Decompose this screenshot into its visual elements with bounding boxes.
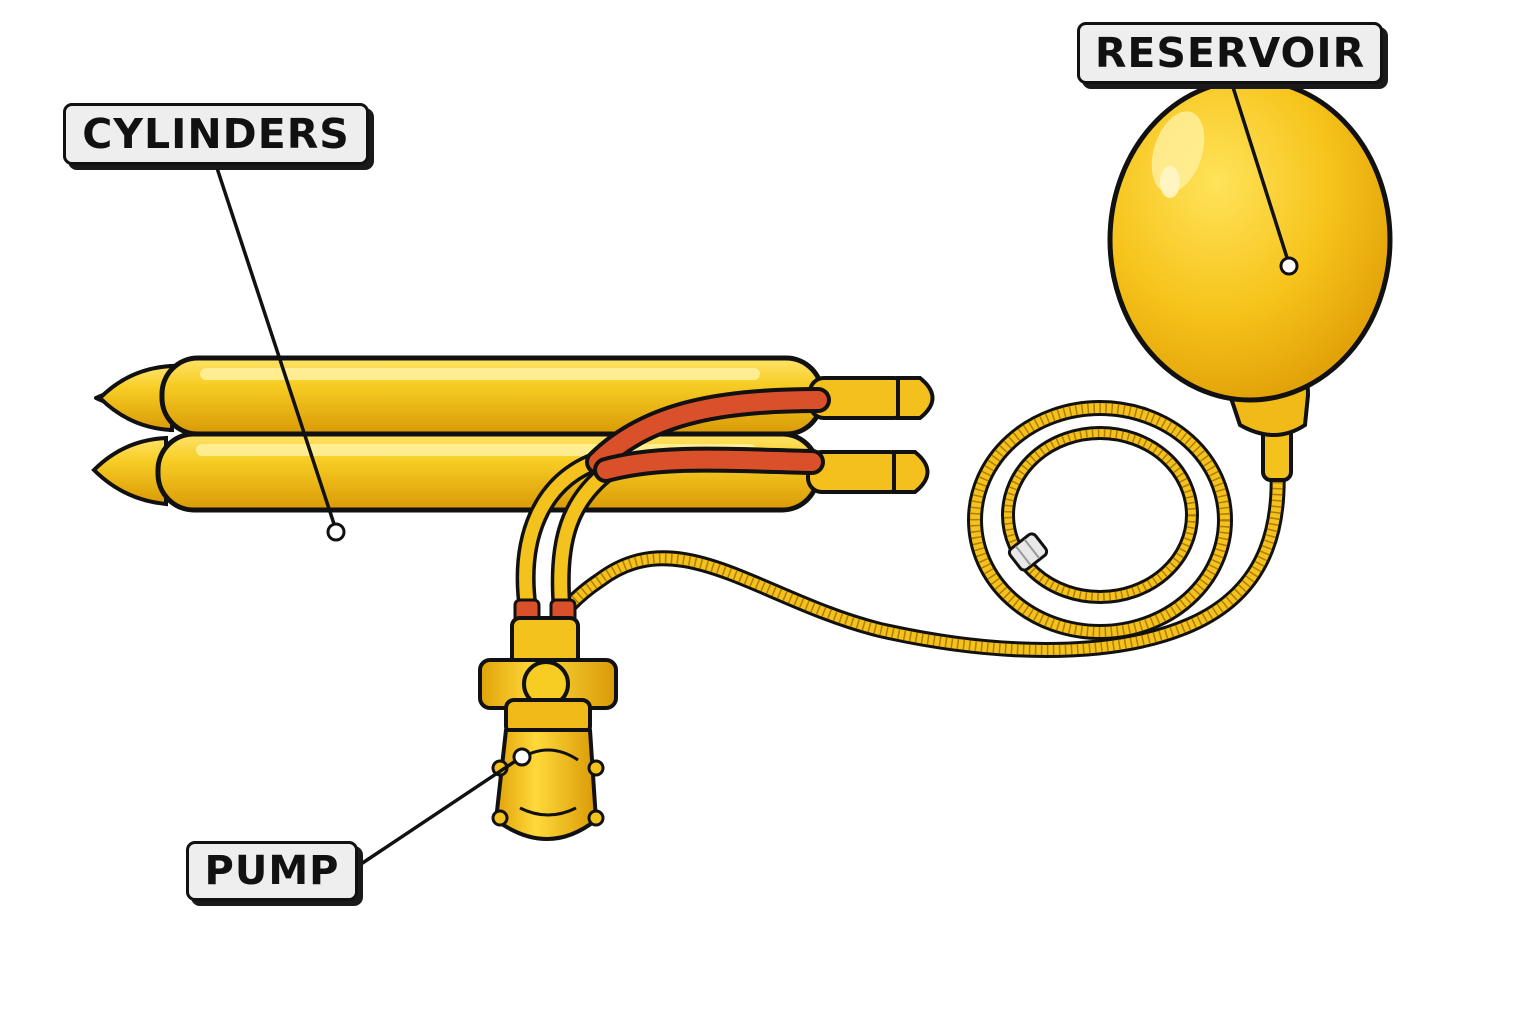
cylinders <box>91 355 935 513</box>
reservoir <box>1107 77 1393 482</box>
reservoir-leader-dot <box>1279 256 1299 276</box>
reservoir-tubing <box>540 400 1286 658</box>
cylinders-label: CYLINDERS <box>63 103 369 165</box>
cylinders-leader-dot <box>326 522 346 542</box>
pump-label: PUMP <box>186 841 358 901</box>
pump <box>478 616 618 841</box>
pump-leader-line <box>357 756 521 868</box>
reservoir-label: RESERVOIR <box>1077 22 1383 84</box>
pump-leader-dot <box>512 747 532 767</box>
cylinders-leader-line <box>214 164 338 531</box>
reservoir-leader-line <box>1230 83 1291 265</box>
quick-connector-icon <box>1007 532 1049 572</box>
leader-lines <box>214 83 1299 868</box>
cylinder-tubing <box>513 387 831 624</box>
